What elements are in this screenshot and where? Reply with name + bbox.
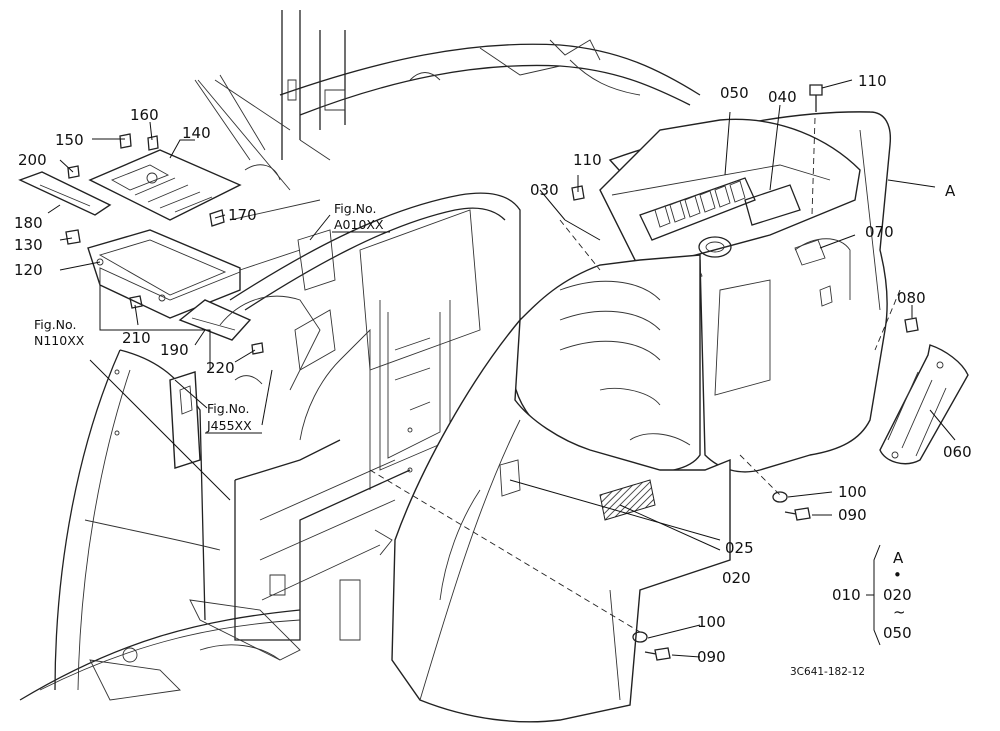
callout-100-lower: 100 [697,613,726,631]
callout-190: 190 [160,341,189,359]
callout-100-upper: 100 [838,483,867,501]
assembly-key-top: A [893,549,904,567]
assembly-key: A • 010 020 ~ 050 [832,549,912,642]
fig-ref-a010-label: Fig.No. [334,201,376,216]
step-plate-060 [879,344,969,465]
callout-140: 140 [182,124,211,142]
callout-025: 025 [725,539,754,557]
callout-080: 080 [897,289,926,307]
callout-110-top: 110 [573,151,602,169]
callout-160: 160 [130,106,159,124]
callout-180: 180 [14,214,43,232]
assembly-key-tilde: ~ [893,603,906,621]
leader-lines [47,74,956,658]
callout-210: 210 [122,329,151,347]
fig-ref-a010-code: A010XX [334,217,384,232]
drawing-code: 3C641-182-12 [790,666,865,678]
callout-070: 070 [865,223,894,241]
callout-020: 020 [722,569,751,587]
callout-130: 130 [14,236,43,254]
assembly-key-bottom: 050 [883,624,912,642]
callout-120: 120 [14,261,43,279]
callout-150: 150 [55,131,84,149]
callout-060: 060 [943,443,972,461]
callout-090-upper: 090 [838,506,867,524]
figure-references: Fig.No. N110XX Fig.No. A010XX Fig.No. J4… [34,201,390,434]
callout-labels: 150 160 140 200 170 180 130 120 210 190 … [14,72,972,666]
switch-panel [639,177,756,241]
fig-ref-j455-label: Fig.No. [207,401,249,416]
callout-170: 170 [228,206,257,224]
cab-frame [19,10,701,701]
callout-030: 030 [530,181,559,199]
assembly-key-bracket [866,544,881,646]
side-console [369,111,901,723]
callout-050: 050 [720,84,749,102]
callout-090-lower: 090 [697,648,726,666]
fig-ref-j455-code: J455XX [206,418,252,433]
callout-110-right: 110 [858,72,887,90]
assembly-key-mid: 020 [883,586,912,604]
callout-ref-a: A [945,182,956,200]
assembly-key-dot: • [893,566,902,584]
fig-ref-n110-code: N110XX [34,333,85,348]
fasteners [571,84,919,661]
assembly-key-parent: 010 [832,586,861,604]
callout-220: 220 [206,359,235,377]
bracket-assembly [18,133,336,469]
callout-200: 200 [18,151,47,169]
callout-040: 040 [768,88,797,106]
fig-ref-n110-label: Fig.No. [34,317,76,332]
